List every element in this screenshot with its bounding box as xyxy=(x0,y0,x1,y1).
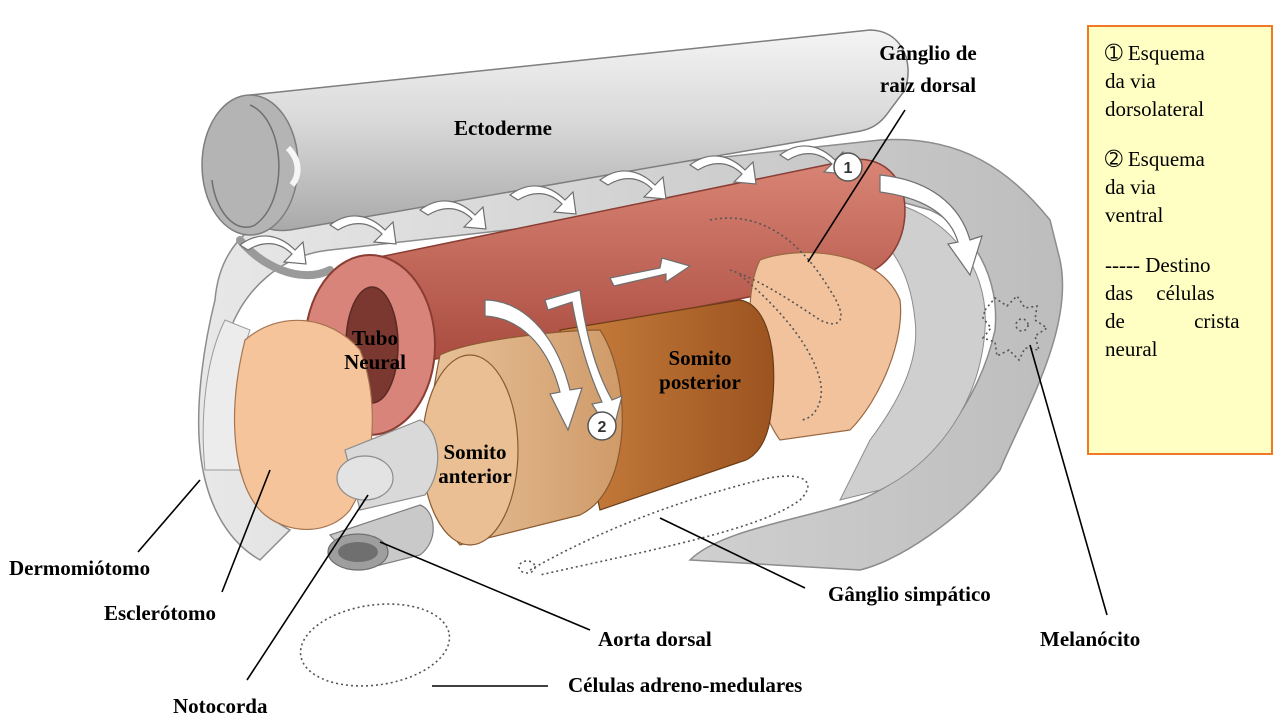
legend-item1-text1: Esquema xyxy=(1128,41,1205,65)
legend-item2-text3: ventral xyxy=(1105,203,1163,227)
label-somito-anterior-line1: Somito xyxy=(425,440,525,464)
label-ganglio-raiz-dorsal: Gânglio de raiz dorsal xyxy=(868,41,988,97)
legend-item-ventral: ➁ Esquema da via ventral xyxy=(1105,145,1257,229)
legend-item2-text1: Esquema xyxy=(1128,147,1205,171)
label-ganglio-raiz-dorsal-line2: raiz dorsal xyxy=(868,73,988,97)
label-somito-posterior-line2: posterior xyxy=(640,370,760,394)
label-celulas-adreno-medulares: Células adreno-medulares xyxy=(568,673,802,697)
legend-item3-line1: ----- Destino xyxy=(1105,251,1257,279)
label-somito-anterior-line2: anterior xyxy=(425,464,525,488)
legend-box: ➀ Esquema da via dorsolateral ➁ Esquema … xyxy=(1087,25,1273,455)
label-notocorda: Notocorda xyxy=(173,694,267,718)
marker-1-label: 1 xyxy=(844,160,853,177)
legend-item2-symbol: ➁ xyxy=(1105,147,1123,171)
label-somito-anterior: Somito anterior xyxy=(425,440,525,488)
legend-item-dorsolateral: ➀ Esquema da via dorsolateral xyxy=(1105,39,1257,123)
label-ganglio-raiz-dorsal-line1: Gânglio de xyxy=(868,41,988,65)
label-somito-posterior: Somito posterior xyxy=(640,346,760,394)
legend-item1-text2: da via xyxy=(1105,69,1156,93)
marker-2: 2 xyxy=(588,412,616,440)
label-ganglio-simpatico: Gânglio simpático xyxy=(828,582,991,606)
legend-item3-text1: ----- Destino xyxy=(1105,251,1211,279)
label-tubo-neural: Tubo Neural xyxy=(330,326,420,374)
label-somito-posterior-line1: Somito xyxy=(640,346,760,370)
legend-item-destino: ----- Destino das células de crista neur… xyxy=(1105,251,1257,363)
label-dermomiotomo: Dermomiótomo xyxy=(9,556,150,580)
legend-item1-symbol: ➀ xyxy=(1105,41,1123,65)
legend-item3-line3: de crista xyxy=(1105,307,1257,335)
legend-item3-line4: neural xyxy=(1105,335,1257,363)
label-tubo-neural-line2: Neural xyxy=(330,350,420,374)
legend-item1-text3: dorsolateral xyxy=(1105,97,1204,121)
label-tubo-neural-line1: Tubo xyxy=(330,326,420,350)
label-aorta-dorsal: Aorta dorsal xyxy=(598,627,712,651)
marker-2-label: 2 xyxy=(598,419,607,436)
legend-item2-text2: da via xyxy=(1105,175,1156,199)
label-ectoderme: Ectoderme xyxy=(454,116,552,140)
legend-item3-line2: das células xyxy=(1105,279,1257,307)
marker-1: 1 xyxy=(834,153,862,181)
label-melanocito: Melanócito xyxy=(1040,627,1140,651)
label-esclerotomo: Esclerótomo xyxy=(104,601,216,625)
